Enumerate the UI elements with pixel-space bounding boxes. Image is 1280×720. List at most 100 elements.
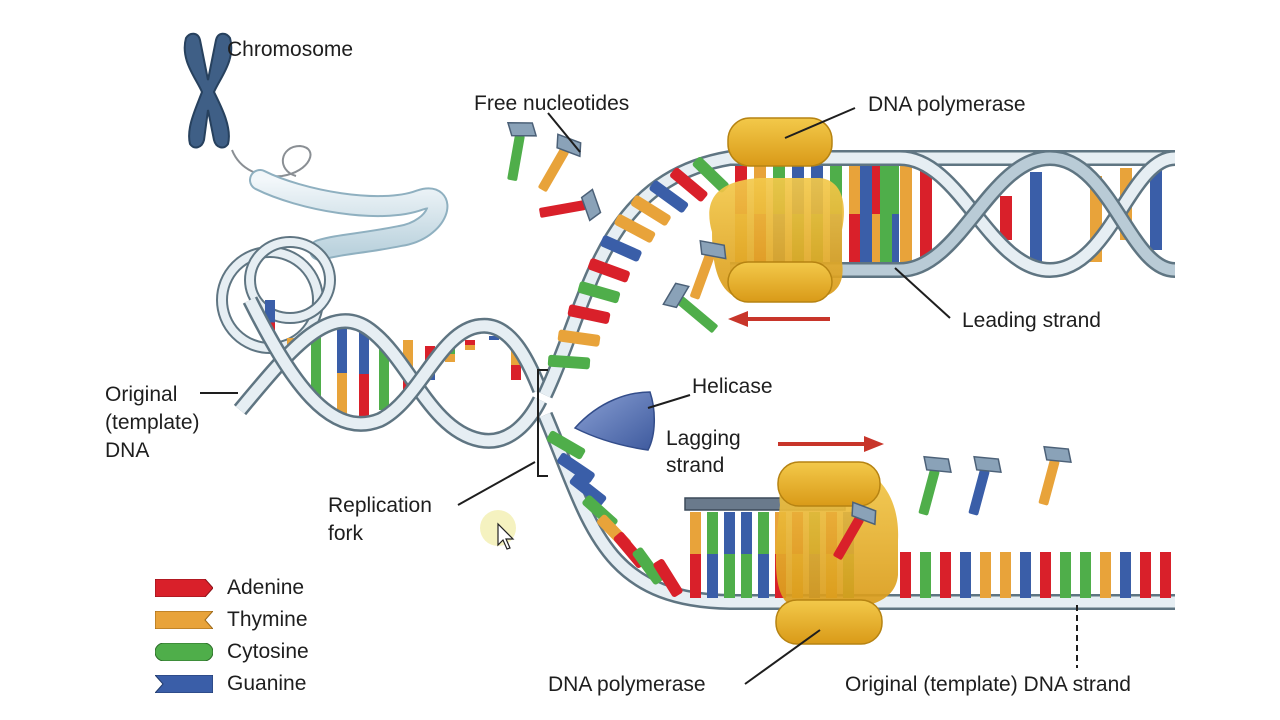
free-nucleotide [1038, 445, 1072, 506]
lagging-strand-label-line2: strand [666, 454, 725, 477]
nucleotide-base [677, 296, 718, 333]
template-base [1080, 552, 1091, 598]
lagging-base [569, 474, 607, 506]
nucleotide-sugar [1043, 445, 1072, 464]
nucleotide-sugar [923, 455, 952, 474]
base-pair-left [511, 365, 521, 380]
leading-product-base [849, 162, 861, 214]
template-dna-helix [233, 296, 548, 449]
mouse-cursor-icon [480, 510, 516, 550]
free-nucleotide [662, 282, 718, 333]
original-dna-label-line2: (template) [105, 411, 200, 434]
leading-base [614, 214, 656, 243]
leading-base [670, 167, 708, 202]
leading-base [557, 329, 601, 347]
nucleotide-sugar [556, 133, 582, 158]
leading-base [547, 354, 591, 370]
base-pair-left [465, 340, 475, 345]
adenine-swatch-icon [155, 579, 213, 597]
nucleotide-base [538, 148, 569, 192]
nucleotide-sugar [699, 239, 727, 260]
cytosine-swatch-icon [155, 643, 213, 661]
base-pair-left [359, 374, 369, 418]
leader-lines [200, 107, 1078, 685]
base-pair-left [379, 373, 389, 410]
leading-product-base [1150, 168, 1162, 250]
base-pair-left [311, 328, 321, 362]
template-base [1040, 552, 1051, 598]
leading-base [692, 157, 729, 193]
lagging-product-base [724, 512, 735, 554]
lagging-base [653, 558, 683, 598]
free-nucleotide [538, 133, 582, 192]
lagging-base [546, 430, 586, 460]
lagging-strand-label-line1: Lagging [666, 427, 741, 450]
chromatin-coil [216, 144, 449, 354]
lagging-product-base [758, 512, 769, 554]
lagging-base [557, 453, 595, 483]
nucleotide-base [539, 200, 586, 218]
nucleotide-base [507, 134, 525, 181]
template-base [1140, 552, 1151, 598]
free-nucleotides-label: Free nucleotides [474, 92, 630, 115]
base-pair-left [337, 326, 347, 373]
leading-product-base [849, 214, 861, 266]
free-nucleotide [506, 121, 538, 181]
template-base [980, 552, 991, 598]
free-nucleotides [506, 121, 1072, 560]
free-nucleotide [968, 455, 1002, 516]
leading-product-base [880, 162, 892, 266]
leading-product-base [1000, 196, 1012, 240]
leading-strand-label: Leading strand [962, 309, 1101, 332]
fork-bracket [537, 369, 548, 477]
base-pair-left [489, 338, 499, 340]
free-nucleotide [539, 188, 602, 222]
template-base [920, 552, 931, 598]
original-dna-label-line3: DNA [105, 439, 150, 462]
nucleotide-base [690, 253, 715, 300]
base-pair-left [489, 336, 499, 338]
leading-base [577, 281, 621, 304]
base-pair-left [265, 300, 275, 323]
template-base [1020, 552, 1031, 598]
replication-fork-label-line2: fork [328, 522, 364, 545]
lagging-base [632, 547, 664, 585]
lagging-product-base [707, 512, 718, 554]
dna-polymerase-top-label: DNA polymerase [868, 93, 1026, 116]
leading-direction-arrow [728, 311, 830, 327]
leading-base [649, 180, 689, 213]
guanine-swatch-icon [155, 675, 213, 693]
template-base [1160, 552, 1171, 598]
free-nucleotide [690, 239, 727, 300]
original-template-strand-label: Original (template) DNA strand [845, 673, 1131, 696]
replication-fork-label-line1: Replication [328, 494, 432, 517]
lagging-strand-product [690, 512, 1171, 598]
template-base [940, 552, 951, 598]
nucleotide-base [833, 516, 864, 560]
dna-polymerase-bottom-label: DNA polymerase [548, 673, 706, 696]
template-base [960, 552, 971, 598]
helicase-label: Helicase [692, 375, 773, 398]
nucleotide-sugar [506, 121, 538, 137]
nucleotide-sugar [580, 188, 602, 222]
nucleotide-sugar [851, 501, 877, 526]
lagging-product-base [741, 512, 752, 554]
base-pair-left [311, 362, 321, 396]
leading-product-base [900, 162, 912, 266]
free-nucleotide [833, 501, 877, 560]
chromosome-icon [183, 32, 233, 149]
lagging-product-base [690, 554, 701, 598]
original-dna-label-line1: Original [105, 383, 178, 406]
lagging-product-base [741, 554, 752, 598]
helicase-enzyme [573, 391, 655, 451]
chromosome-label: Chromosome [227, 38, 354, 61]
base-pair-left [445, 354, 455, 362]
leading-product-base [920, 162, 932, 266]
base-pair-left [403, 340, 413, 368]
lagging-product-base [724, 554, 735, 598]
leading-strand-bases [547, 157, 729, 370]
nucleotide-base [918, 469, 940, 516]
leading-base [567, 304, 611, 324]
template-base [1000, 552, 1011, 598]
